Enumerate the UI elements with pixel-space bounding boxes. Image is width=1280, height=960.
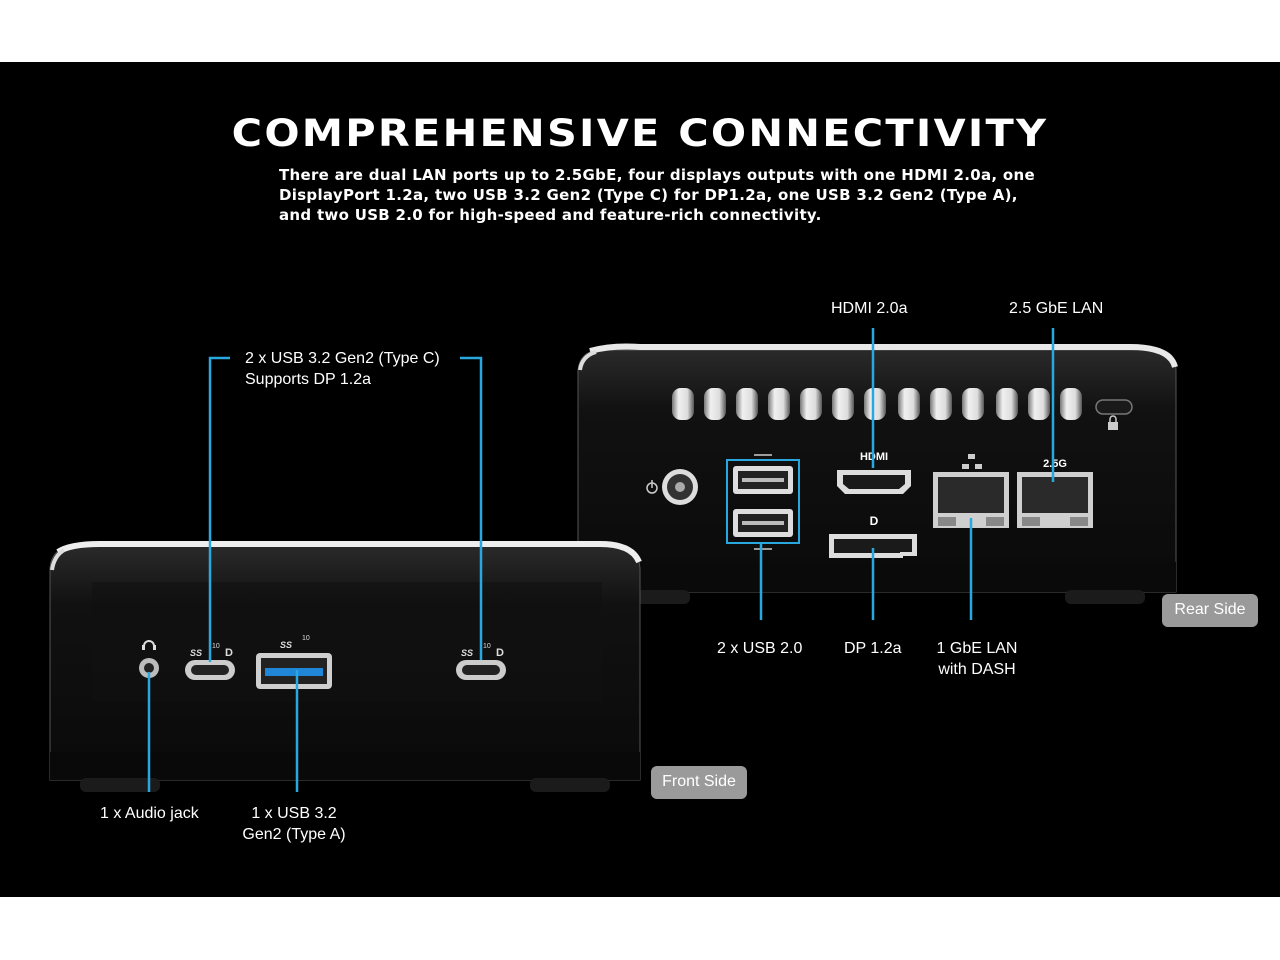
usb-ss10-icon: SS 10 D <box>190 643 233 659</box>
front-side-tag: Front Side <box>651 766 747 799</box>
callout-usb-c-1 <box>208 356 230 662</box>
dp-port <box>829 534 917 558</box>
usb20-highlight <box>726 459 800 544</box>
product-banner: COMPREHENSIVE CONNECTIVITY There are dua… <box>0 62 1280 897</box>
device-illustration: HDMI D 2.5G <box>49 328 1178 792</box>
network-icon <box>962 454 982 469</box>
lan-25gbe-port <box>1017 472 1093 528</box>
dp-mark: D <box>870 514 879 528</box>
label-usb-a: 1 x USB 3.2 Gen2 (Type A) <box>234 803 354 845</box>
svg-text:SS: SS <box>461 648 473 658</box>
label-usb-c: 2 x USB 3.2 Gen2 (Type C) Supports DP 1.… <box>245 348 440 390</box>
headphone-icon <box>142 640 156 650</box>
label-dp: DP 1.2a <box>844 640 902 657</box>
callout-usb-c-2 <box>460 356 483 660</box>
label-lan1: 1 GbE LAN with DASH <box>922 638 1032 680</box>
usb-c-port-1 <box>185 660 235 680</box>
rear-device: HDMI D 2.5G <box>577 343 1178 604</box>
label-lan1-line1: 1 GbE LAN <box>936 640 1018 657</box>
usb-icon <box>754 454 772 550</box>
vent-slots <box>672 388 1082 420</box>
label-hdmi: HDMI 2.0a <box>831 300 908 317</box>
power-icon <box>646 480 658 494</box>
svg-text:D: D <box>496 647 504 659</box>
rear-side-tag: Rear Side <box>1162 594 1258 627</box>
usb-ss10-icon-2: SS 10 <box>280 635 310 650</box>
svg-text:10: 10 <box>483 643 491 650</box>
usb-a-port <box>256 653 332 689</box>
label-lan1-line2: with DASH <box>938 661 1016 678</box>
front-device: SS 10 D SS 10 SS 10 D <box>49 541 642 792</box>
hdmi-port <box>837 470 911 494</box>
svg-text:10: 10 <box>302 635 310 642</box>
usb-ss10-icon-3: SS 10 D <box>461 643 504 659</box>
label-lan25: 2.5 GbE LAN <box>1009 300 1104 317</box>
usb-c-port-2 <box>456 660 506 680</box>
label-usb-a-line2: Gen2 (Type A) <box>242 826 346 843</box>
description-text: There are dual LAN ports up to 2.5GbE, f… <box>279 166 1035 224</box>
svg-text:SS: SS <box>280 640 292 650</box>
audio-jack <box>139 658 159 678</box>
lan25-mark: 2.5G <box>1043 458 1067 470</box>
svg-text:10: 10 <box>212 643 220 650</box>
label-usb-a-line1: 1 x USB 3.2 <box>251 805 337 822</box>
dc-power-jack <box>662 469 698 505</box>
svg-text:D: D <box>225 647 233 659</box>
label-usb-c-line2: Supports DP 1.2a <box>245 371 372 388</box>
label-usb20: 2 x USB 2.0 <box>717 640 803 657</box>
usb20-port-top <box>733 466 793 494</box>
label-usb-c-line1: 2 x USB 3.2 Gen2 (Type C) <box>245 350 440 367</box>
lock-slot <box>1095 399 1133 415</box>
svg-text:SS: SS <box>190 648 202 658</box>
callout-lines <box>147 328 1055 792</box>
lock-icon <box>1108 415 1118 430</box>
label-audio-jack: 1 x Audio jack <box>100 805 199 822</box>
usb20-port-bottom <box>733 509 793 537</box>
page-title: COMPREHENSIVE CONNECTIVITY <box>231 112 1049 155</box>
